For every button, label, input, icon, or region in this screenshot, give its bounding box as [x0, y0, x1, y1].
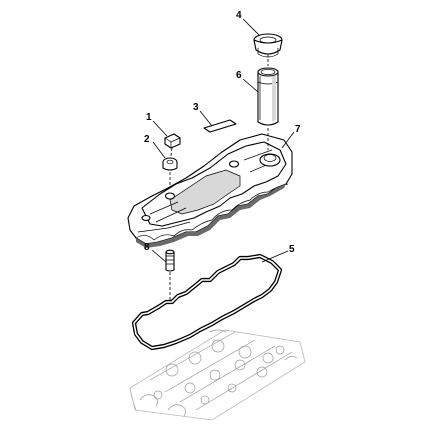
oil-fill-cap [253, 33, 283, 58]
fastener [164, 133, 181, 149]
valve-cover [127, 133, 293, 248]
isolator-washer [162, 157, 178, 171]
stud [165, 249, 175, 272]
callout-8: 8 [144, 242, 150, 253]
callout-5: 5 [289, 244, 295, 255]
callout-4: 4 [236, 10, 242, 21]
callout-3: 3 [193, 102, 199, 113]
callout-7: 7 [295, 124, 301, 135]
callout-numbers: 1 2 3 4 5 6 7 8 [144, 10, 301, 255]
callout-2: 2 [144, 134, 150, 145]
callout-leaders [151, 18, 295, 263]
label [203, 119, 237, 133]
valve-cover-gasket [131, 253, 283, 351]
alignment-lines [169, 54, 269, 302]
callout-6: 6 [236, 70, 242, 81]
callout-1: 1 [146, 112, 152, 123]
oil-fill-tube [257, 67, 279, 126]
cylinder-head [129, 329, 306, 421]
